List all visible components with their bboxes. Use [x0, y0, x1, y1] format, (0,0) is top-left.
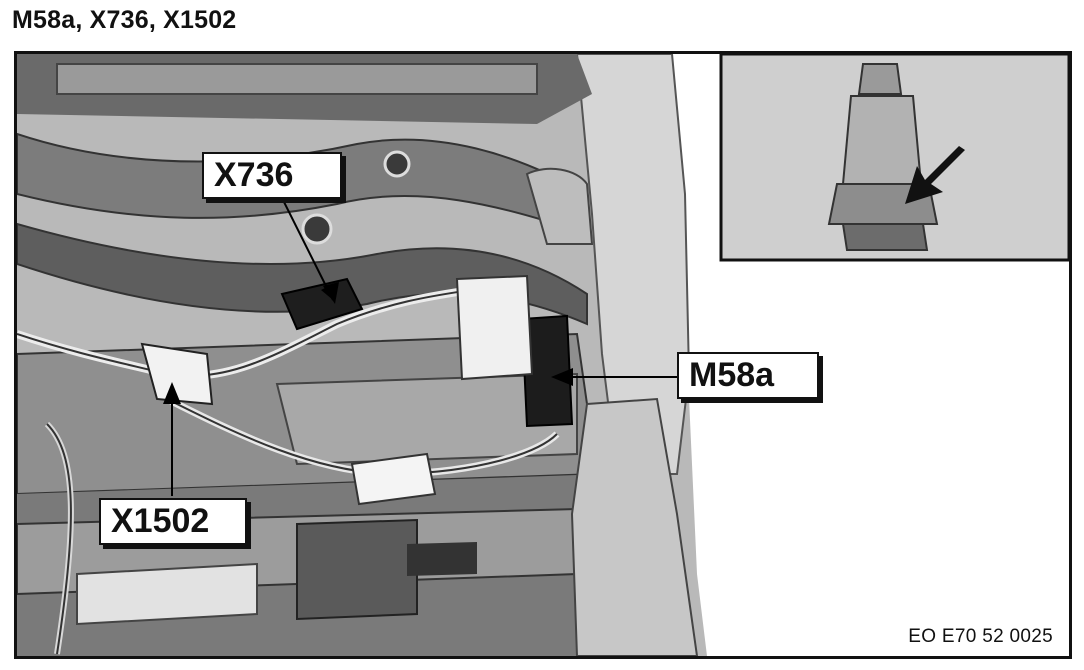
seat-photo — [17, 54, 1069, 656]
callout-x736: X736 — [202, 152, 342, 199]
callout-x1502: X1502 — [99, 498, 247, 545]
document-code: EO E70 52 0025 — [908, 626, 1053, 647]
seat-wiring-figure: X736 M58a X1502 EO E70 52 0025 — [14, 51, 1072, 659]
callout-m58a: M58a — [677, 352, 819, 399]
page-title: M58a, X736, X1502 — [12, 6, 237, 34]
